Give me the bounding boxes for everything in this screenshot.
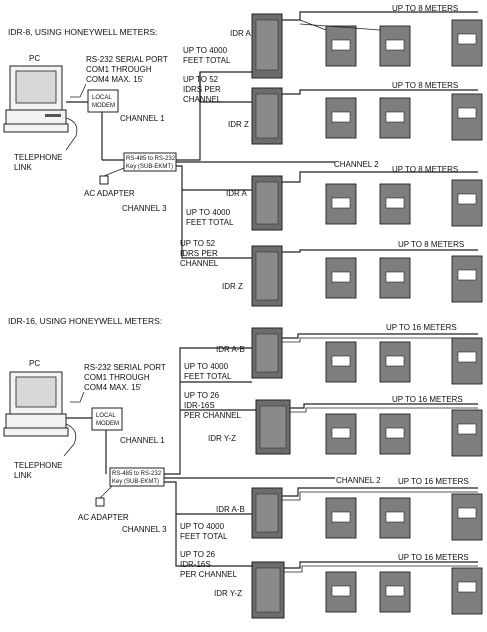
idr-ab-label-2: IDR A-B xyxy=(216,505,245,514)
idr-z-unit-1 xyxy=(251,87,283,145)
idr-a-label-2: IDR A xyxy=(226,189,248,198)
meters-label-2: UP TO 8 METERS xyxy=(392,81,458,90)
channel-2-label-2: CHANNEL 2 xyxy=(336,476,381,485)
upto26-b: UP TO 26 IDR-16S PER CHANNEL xyxy=(180,550,237,579)
meter-row-2 xyxy=(282,89,483,141)
upto52-a: UP TO 52 IDRS PER CHANNEL xyxy=(183,75,223,104)
meter-row-5 xyxy=(282,333,483,385)
upto4000-b: UP TO 4000 FEET TOTAL xyxy=(186,208,234,227)
key-label-2: RS-485 to RS-232 Key (SUB-EKMT) xyxy=(112,471,163,485)
meters-label-8: UP TO 16 METERS xyxy=(398,553,469,562)
meters-label-5: UP TO 16 METERS xyxy=(386,323,457,332)
idr-yz-unit-2 xyxy=(251,561,285,619)
telephone-label-2: TELEPHONE LINK xyxy=(14,461,65,480)
ac-adapter-icon xyxy=(99,175,109,185)
key-label: RS-485 to RS-232 Key (SUB-EKMT) xyxy=(126,156,177,170)
meter-row-8 xyxy=(284,561,483,615)
idr-ab-label-1: IDR A-B xyxy=(216,345,245,354)
local-modem xyxy=(87,89,119,113)
upto52-b: UP TO 52 IDRS PER CHANNEL xyxy=(180,239,220,268)
upto4000-d: UP TO 4000 FEET TOTAL xyxy=(180,522,228,541)
rs485-key-2 xyxy=(109,467,165,487)
meters-label-7: UP TO 16 METERS xyxy=(398,477,469,486)
idr-a-label-1: IDR A xyxy=(230,29,252,38)
meters-label-3: UP TO 8 METERS xyxy=(392,165,458,174)
ac-adapter-label: AC ADAPTER xyxy=(84,189,135,198)
channel-1-label: CHANNEL 1 xyxy=(120,114,165,123)
modem-label-2: LOCAL MODEM xyxy=(96,413,119,427)
idr-z-unit-2 xyxy=(251,245,283,307)
upto4000-a: UP TO 4000 FEET TOTAL xyxy=(183,46,231,65)
section-title-idr8: IDR-8, USING HONEYWELL METERS: xyxy=(8,27,157,37)
idr-yz-label-2: IDR Y-Z xyxy=(214,589,242,598)
channel-3-label-2: CHANNEL 3 xyxy=(122,525,167,534)
rs232-label: RS-232 SERIAL PORT COM1 THROUGH COM4 MAX… xyxy=(86,55,170,84)
channel-2-label: CHANNEL 2 xyxy=(334,160,379,169)
modem-label: LOCAL MODEM xyxy=(92,95,115,109)
meters-label-4: UP TO 8 METERS xyxy=(398,240,464,249)
pc-icon xyxy=(3,371,69,437)
telephone-label: TELEPHONE LINK xyxy=(14,153,65,172)
idr-yz-unit-1 xyxy=(255,399,291,455)
meter-row-7 xyxy=(282,487,483,541)
meters-label-1: UP TO 8 METERS xyxy=(392,4,458,13)
rs232-label-2: RS-232 SERIAL PORT COM1 THROUGH COM4 MAX… xyxy=(84,363,168,392)
idr-z-label-1: IDR Z xyxy=(228,120,249,129)
meter-row-3 xyxy=(282,171,483,227)
ac-adapter-label-2: AC ADAPTER xyxy=(78,513,129,522)
pc-icon xyxy=(3,65,69,133)
upto26-a: UP TO 26 IDR-16S PER CHANNEL xyxy=(184,391,241,420)
section-title-idr16: IDR-16, USING HONEYWELL METERS: xyxy=(8,316,162,326)
channel-3-label: CHANNEL 3 xyxy=(122,204,167,213)
idr-yz-label-1: IDR Y-Z xyxy=(208,434,236,443)
idr-ab-unit-1 xyxy=(251,327,283,379)
idr-a-unit-2 xyxy=(251,175,283,231)
ac-adapter-icon-2 xyxy=(95,497,105,507)
meter-row-1 xyxy=(282,11,483,67)
meter-row-4 xyxy=(282,249,483,303)
local-modem-2 xyxy=(91,407,123,431)
idr-z-label-2: IDR Z xyxy=(222,282,243,291)
idr-a-unit-1 xyxy=(251,13,283,79)
pc-label-2: PC xyxy=(29,359,40,368)
meter-row-6 xyxy=(290,403,483,457)
upto4000-c: UP TO 4000 FEET TOTAL xyxy=(184,362,232,381)
channel-1-label-2: CHANNEL 1 xyxy=(120,436,165,445)
idr-ab-unit-2 xyxy=(251,487,283,539)
pc-label: PC xyxy=(29,54,40,63)
meters-label-6: UP TO 16 METERS xyxy=(392,395,463,404)
